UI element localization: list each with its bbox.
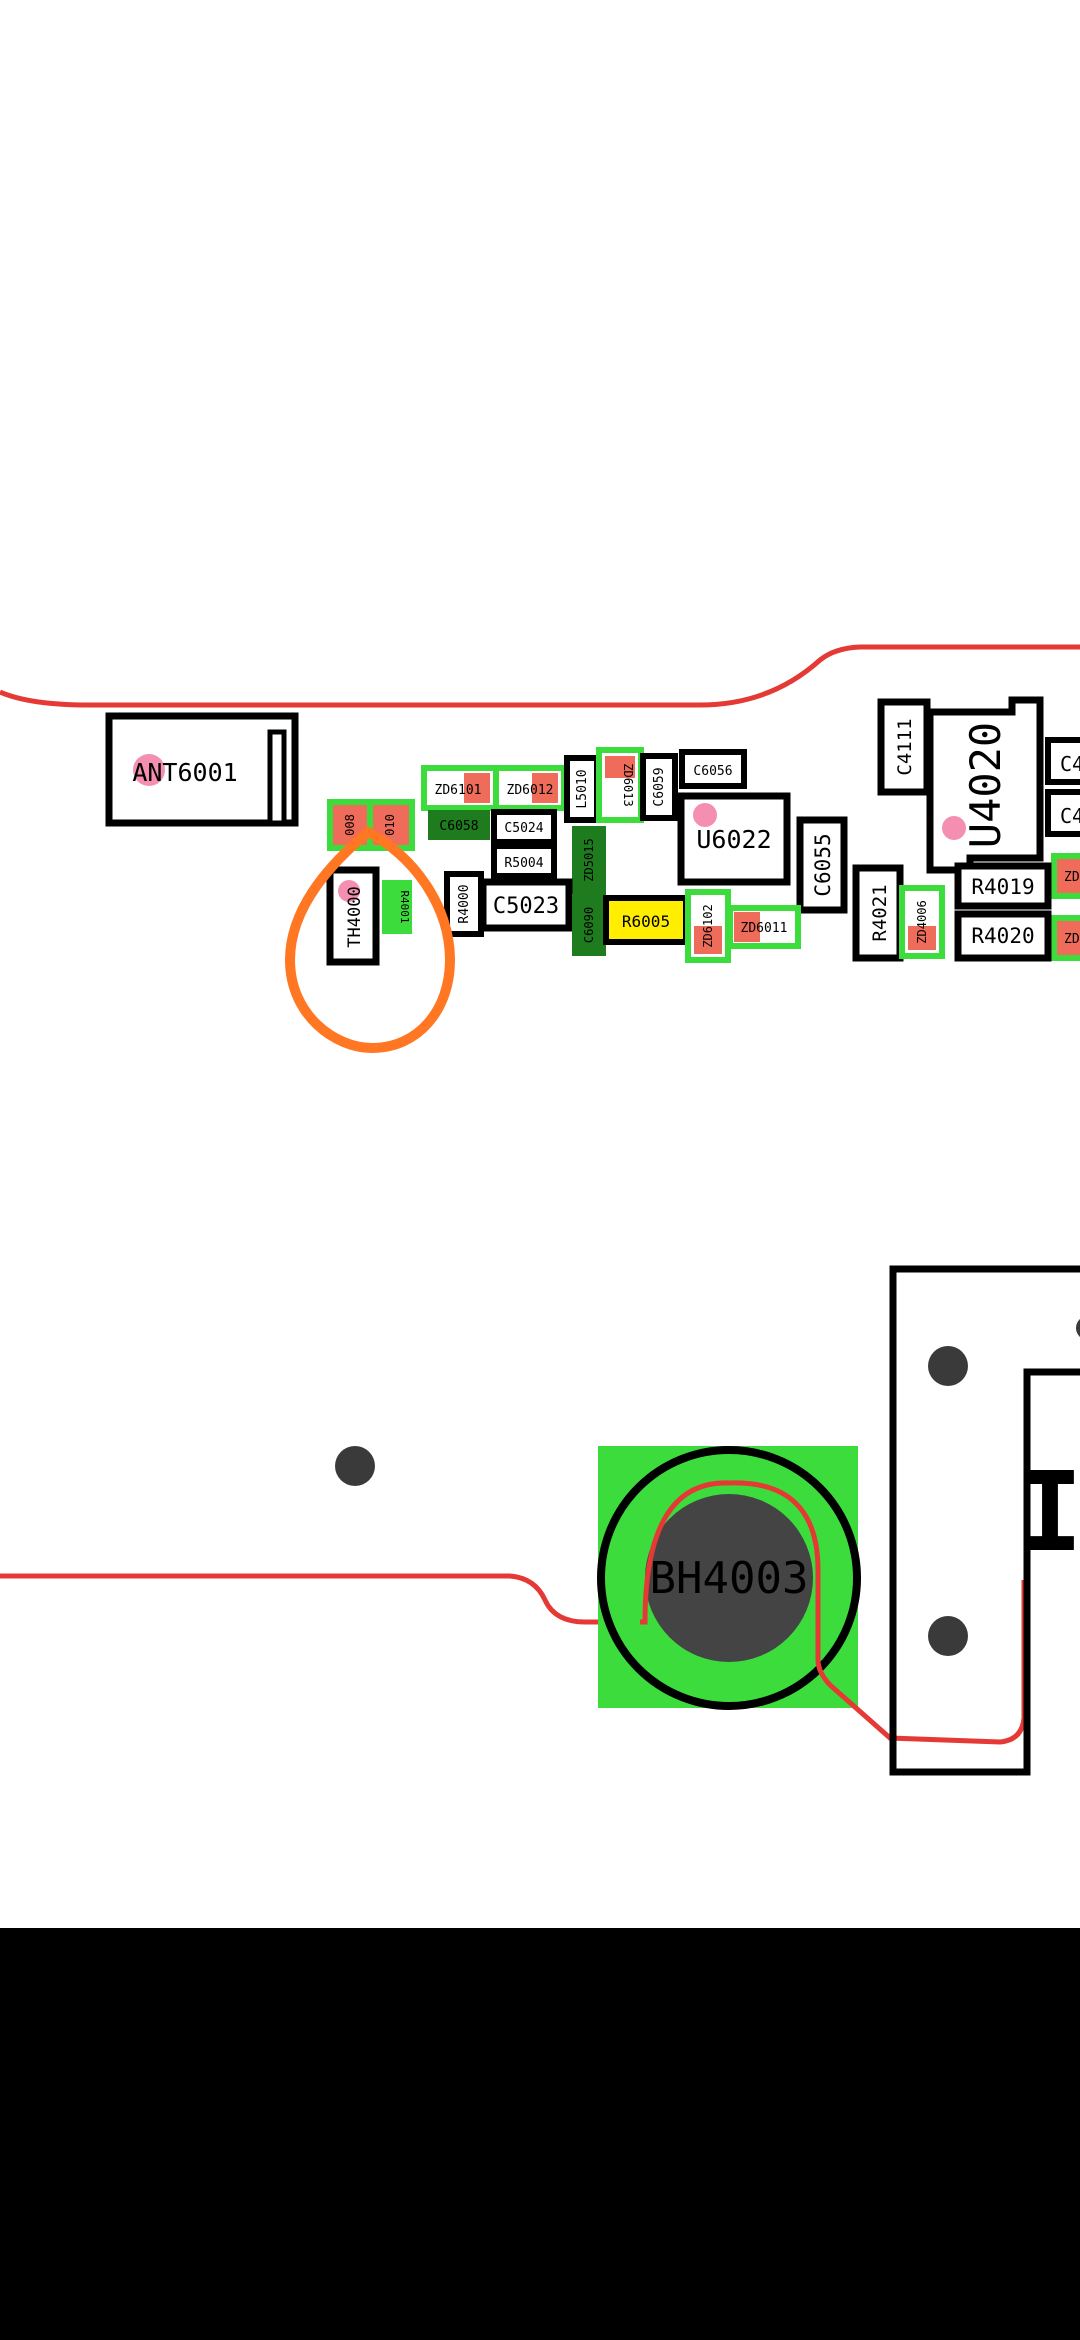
component-ant6001[interactable]: ANT6001 (105, 712, 299, 827)
board-edge-trace-bh4003 (640, 1480, 1027, 1745)
label-zd6101: ZD6101 (435, 783, 482, 798)
component-c6090[interactable]: C6090 (572, 894, 606, 956)
mounting-hole (928, 1346, 968, 1386)
component-zd6012[interactable]: ZD6012 (493, 765, 567, 811)
label-zd4006: ZD4006 (915, 900, 929, 943)
label-c6058: C6058 (439, 819, 478, 834)
highlight-circle (284, 826, 456, 1054)
label-r4000: R4000 (457, 884, 472, 923)
component-r4021[interactable]: R4021 (852, 864, 904, 962)
label-r6005: R6005 (622, 912, 670, 931)
label-u4020: U4020 (961, 722, 1010, 848)
label-r5004: R5004 (504, 856, 543, 871)
label-zd5015: ZD5015 (582, 838, 596, 881)
label-c5024: C5024 (504, 821, 543, 836)
label-u6022: U6022 (696, 825, 771, 854)
component-zd6102[interactable]: ZD6102 (685, 889, 731, 963)
label-c6059: C6059 (652, 767, 667, 806)
component-r6005[interactable]: R6005 (603, 895, 689, 945)
label-th4000: TH4000 (345, 886, 365, 947)
pin1-marker (338, 880, 360, 902)
label-zd-bottom: ZD (1064, 932, 1080, 947)
component-zd-top-partial[interactable]: ZD (1051, 853, 1080, 899)
label-zd-top: ZD (1064, 870, 1080, 885)
label-l5010: L5010 (575, 769, 590, 808)
component-c6056[interactable]: C6056 (679, 749, 747, 789)
label-c4-bottom: C4 (1060, 804, 1080, 828)
component-c4111[interactable]: C4111 (877, 698, 931, 796)
component-th4000[interactable]: TH4000 (326, 866, 380, 966)
component-zd-bottom-partial[interactable]: ZD (1051, 915, 1080, 961)
label-c6056: C6056 (693, 764, 732, 779)
label-zd6013: ZD6013 (621, 763, 635, 806)
component-c6055[interactable]: C6055 (796, 816, 848, 914)
component-c4-bottom-partial[interactable]: C4 (1045, 789, 1080, 837)
component-bh4003[interactable]: BH4003 (597, 1446, 1027, 1745)
label-c6090: C6090 (582, 907, 596, 943)
connector-frame[interactable]: I (889, 1265, 1080, 1776)
label-r4020: R4020 (971, 924, 1034, 948)
mounting-hole-partial (1076, 1319, 1080, 1337)
label-r4019: R4019 (971, 875, 1034, 899)
pin1-marker (942, 816, 966, 840)
mounting-hole (928, 1616, 968, 1656)
label-zd6011: ZD6011 (741, 921, 788, 936)
component-zd6013[interactable]: ZD6013 (596, 747, 644, 823)
label-c4111: C4111 (894, 718, 916, 775)
component-u6022[interactable]: U6022 (677, 792, 791, 886)
label-connector-mark: I (1017, 1448, 1080, 1576)
component-zd4006[interactable]: ZD4006 (899, 885, 945, 959)
component-zd5015[interactable]: ZD5015 (572, 826, 606, 894)
component-r4000[interactable]: R4000 (444, 871, 484, 937)
component-c6058[interactable]: C6058 (428, 810, 490, 840)
component-r4001[interactable]: R4001 (382, 880, 412, 934)
label-zd6102: ZD6102 (701, 904, 715, 947)
component-c5023[interactable]: C5023 (479, 878, 573, 932)
pin1-marker (133, 754, 165, 786)
component-zd6101[interactable]: ZD6101 (421, 765, 499, 811)
label-pad-008: 008 (343, 814, 357, 836)
bottom-black-bar (0, 1928, 1080, 2340)
pin1-marker (693, 803, 717, 827)
label-zd6012: ZD6012 (507, 783, 554, 798)
label-c5023: C5023 (493, 894, 559, 919)
component-zd6011[interactable]: ZD6011 (727, 905, 801, 949)
label-r4001: R4001 (398, 890, 411, 923)
component-l5010[interactable]: L5010 (564, 755, 600, 823)
label-ant6001: ANT6001 (132, 758, 237, 787)
label-bh4003: BH4003 (650, 1553, 809, 1604)
component-r5004[interactable]: R5004 (491, 843, 557, 879)
label-c4-top: C4 (1060, 752, 1080, 776)
board-edge-trace-bottom (0, 1573, 640, 1625)
board-edge-trace-top (0, 644, 1080, 708)
component-r4020[interactable]: R4020 (954, 910, 1052, 962)
component-c6059[interactable]: C6059 (640, 753, 678, 821)
component-c4-top-partial[interactable]: C4 (1045, 737, 1080, 785)
mounting-hole (335, 1446, 375, 1486)
label-r4021: R4021 (869, 884, 891, 941)
label-c6055: C6055 (811, 833, 835, 896)
component-u4020[interactable]: U4020 (926, 696, 1044, 874)
component-r4019[interactable]: R4019 (954, 862, 1052, 910)
label-pad-010: 010 (383, 814, 397, 836)
component-c5024[interactable]: C5024 (491, 809, 557, 845)
